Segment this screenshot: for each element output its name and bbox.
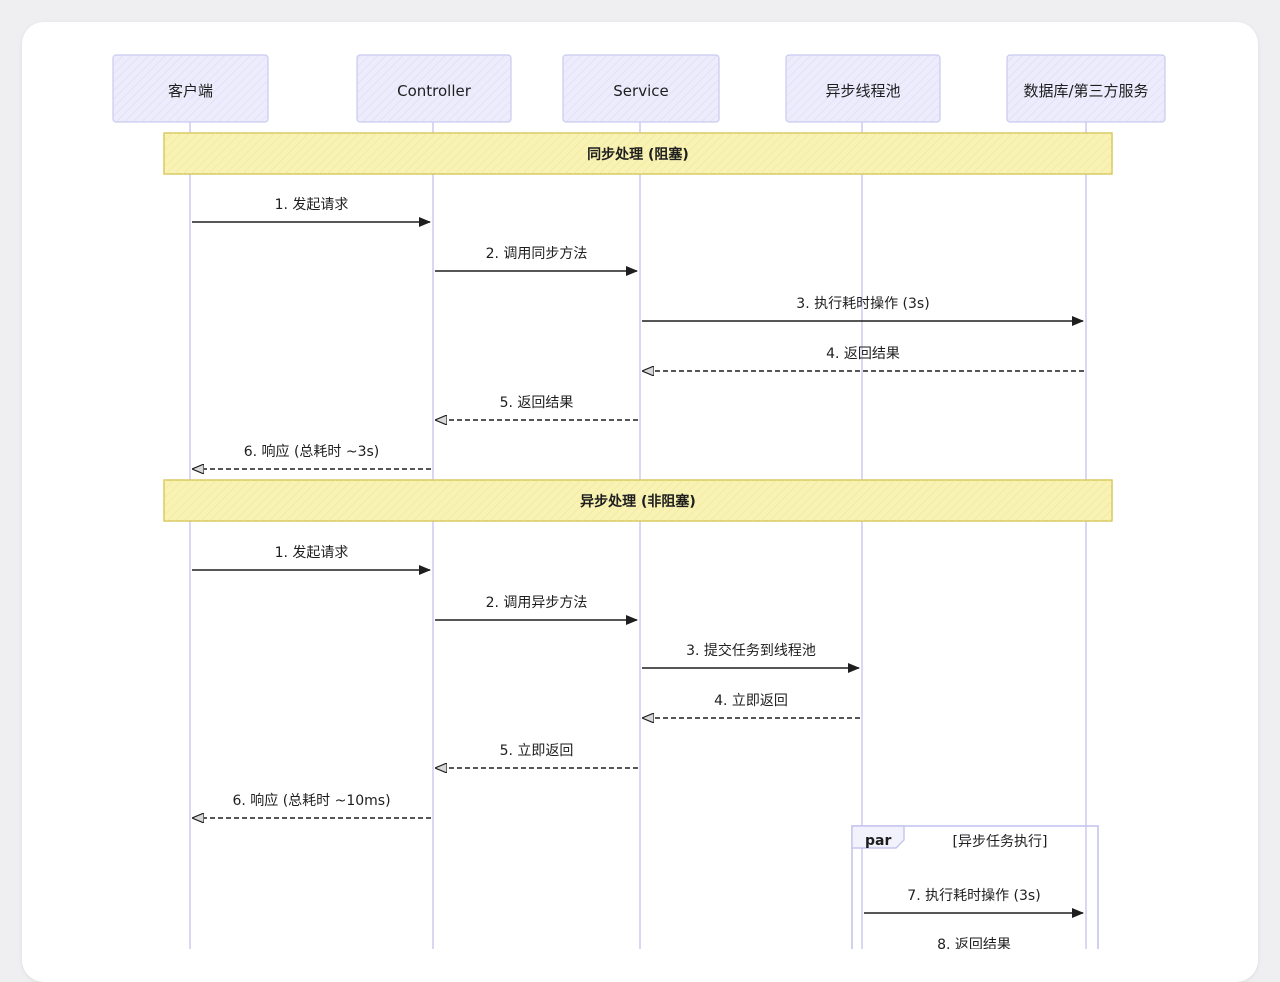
message-label: 5. 返回结果	[500, 395, 574, 411]
message-label: 5. 立即返回	[500, 743, 574, 759]
message-label: 2. 调用异步方法	[486, 595, 588, 611]
message-label: 4. 立即返回	[714, 693, 788, 709]
message-label: 1. 发起请求	[275, 197, 349, 213]
message-label: 7. 执行耗时操作 (3s)	[907, 888, 1040, 904]
participant-hatch-pool	[786, 55, 940, 122]
participant-label-db: 数据库/第三方服务	[1023, 82, 1148, 100]
participant-hatch-controller	[357, 55, 511, 122]
participant-hatch-client	[113, 55, 268, 122]
participant-label-service: Service	[613, 82, 668, 100]
message-label: 6. 响应 (总耗时 ~3s)	[244, 443, 380, 460]
message-label: 4. 返回结果	[826, 346, 900, 362]
section-banner-hatch	[164, 480, 1112, 521]
message-label: 6. 响应 (总耗时 ~10ms)	[232, 792, 390, 809]
section-title: 异步处理 (非阻塞)	[580, 493, 696, 510]
message-label: 1. 发起请求	[275, 545, 349, 561]
message-label: 2. 调用同步方法	[486, 246, 588, 262]
message-label: 3. 执行耗时操作 (3s)	[796, 296, 929, 312]
participant-label-client: 客户端	[168, 82, 213, 100]
par-title: [异步任务执行]	[953, 834, 1048, 850]
participant-hatch-service	[563, 55, 719, 122]
par-tag: par	[865, 833, 891, 849]
message-label: 3. 提交任务到线程池	[686, 642, 816, 659]
section-banner-hatch	[164, 133, 1112, 174]
section-title: 同步处理 (阻塞)	[587, 146, 689, 163]
par-frame	[851, 825, 1099, 949]
participant-hatch-db	[1007, 55, 1165, 122]
message-label: 8. 返回结果	[937, 937, 1011, 949]
participant-label-controller: Controller	[397, 82, 472, 100]
participant-label-pool: 异步线程池	[825, 82, 900, 100]
par-tag-box	[851, 825, 905, 849]
